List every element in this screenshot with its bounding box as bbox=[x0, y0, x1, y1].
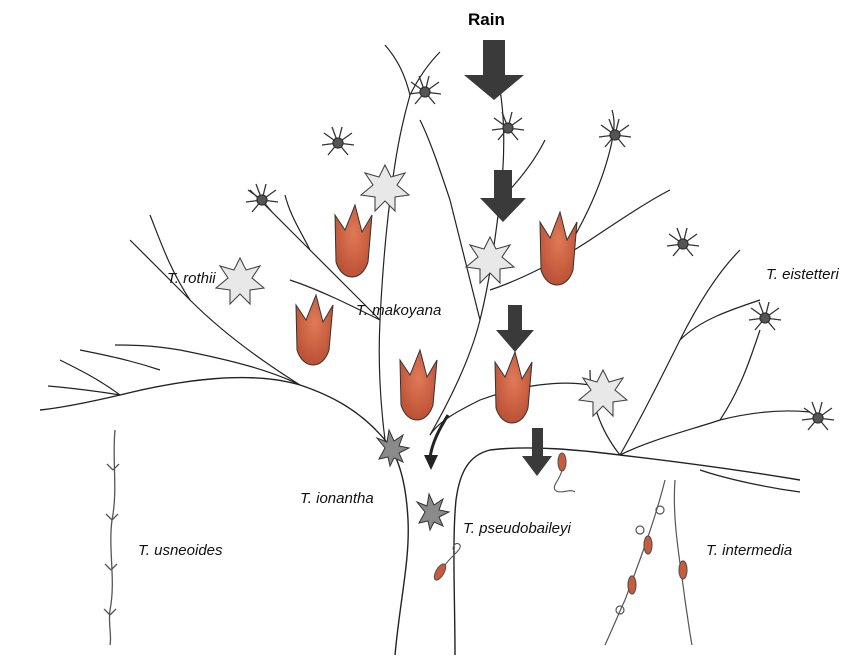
tank-bromeliad bbox=[296, 295, 333, 365]
tuft bbox=[667, 228, 699, 256]
rain-arrow bbox=[522, 428, 552, 476]
star-bromeliad bbox=[361, 165, 409, 211]
star-bromeliad bbox=[466, 237, 514, 283]
star-bromeliad bbox=[579, 370, 627, 416]
tree-branches bbox=[48, 45, 810, 492]
usneoides-strand bbox=[104, 430, 119, 645]
tuft bbox=[409, 76, 441, 104]
tuft bbox=[599, 119, 631, 147]
atmospheric-tufts bbox=[246, 76, 834, 430]
label-t-ionantha: T. ionantha bbox=[300, 490, 374, 507]
tuft bbox=[749, 302, 781, 330]
label-t-eistetteri: T. eistetteri bbox=[766, 266, 839, 283]
rain-arrow bbox=[464, 40, 524, 100]
tuft bbox=[492, 112, 524, 140]
tuft bbox=[802, 402, 834, 430]
star-bromeliad bbox=[216, 258, 264, 304]
label-t-pseudobaileyi: T. pseudobaileyi bbox=[463, 520, 571, 537]
tank-bromeliad bbox=[335, 205, 372, 277]
rain-label: Rain bbox=[468, 10, 505, 30]
ionantha-clump bbox=[417, 494, 449, 530]
label-t-intermedia: T. intermedia bbox=[706, 542, 792, 559]
tuft bbox=[322, 127, 354, 155]
label-t-usneoides: T. usneoides bbox=[138, 542, 223, 559]
rain-arrow bbox=[496, 305, 534, 352]
tank-bromeliad bbox=[495, 352, 532, 423]
rain-arrow bbox=[480, 170, 526, 222]
label-t-makoyana: T. makoyana bbox=[356, 302, 441, 319]
tank-bromeliad bbox=[400, 350, 437, 420]
tank-bromeliad bbox=[540, 212, 577, 285]
label-t-rothii: T. rothii bbox=[167, 270, 216, 287]
tuft bbox=[246, 184, 278, 212]
ionantha-plants bbox=[377, 430, 449, 530]
intermedia-strand bbox=[605, 480, 692, 645]
